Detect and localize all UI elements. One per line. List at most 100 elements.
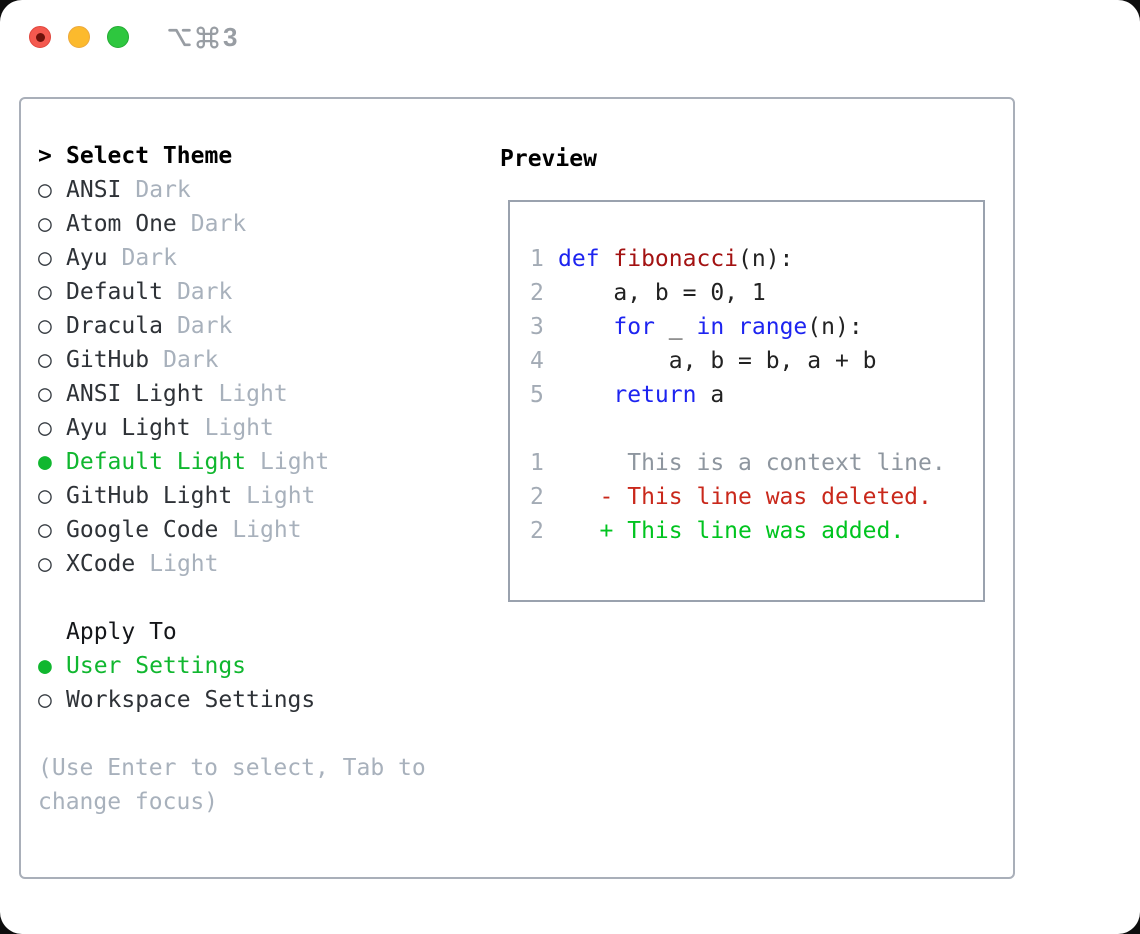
radio-icon: ○ xyxy=(38,211,52,237)
spacer xyxy=(38,581,430,615)
theme-option-atom-one-dark[interactable]: ○ Atom One Dark xyxy=(38,207,430,241)
minimize-button[interactable] xyxy=(68,26,90,48)
code-token: (n): xyxy=(807,314,863,340)
theme-option-default-light[interactable]: ● Default Light Light xyxy=(38,445,430,479)
apply-option-user-settings[interactable]: ●User Settings xyxy=(38,649,430,683)
theme-name: GitHub xyxy=(66,347,150,373)
line-number: 2 xyxy=(530,484,544,510)
apply-option-label: Workspace Settings xyxy=(66,687,316,713)
preview-title: Preview xyxy=(500,146,597,172)
code-token: + This line was added. xyxy=(558,518,905,544)
code-token xyxy=(558,382,613,408)
theme-name: Ayu xyxy=(66,245,108,271)
theme-name: ANSI xyxy=(66,177,122,203)
theme-option-ayu-light[interactable]: ○ Ayu Light Light xyxy=(38,411,430,445)
theme-variant: Dark xyxy=(135,177,191,203)
theme-variant: Dark xyxy=(176,313,233,339)
theme-variant: Light xyxy=(204,415,274,441)
theme-name: GitHub Light xyxy=(66,483,233,509)
apply-to-title: Apply To xyxy=(66,619,177,645)
line-number: 3 xyxy=(530,314,544,340)
radio-icon: ○ xyxy=(38,347,52,373)
theme-option-ayu-dark[interactable]: ○ Ayu Dark xyxy=(38,241,430,275)
code-token xyxy=(558,314,613,340)
code-token: a xyxy=(696,382,725,408)
apply-to-header: Apply To xyxy=(38,615,430,649)
code-token: a, b = b, a + b xyxy=(558,348,877,374)
code-token: for xyxy=(613,314,655,340)
theme-name: XCode xyxy=(66,551,136,577)
command-key-icon xyxy=(196,26,219,48)
apply-option-label: User Settings xyxy=(66,653,247,679)
radio-icon: ○ xyxy=(38,415,52,441)
blank-line xyxy=(530,412,983,446)
code-line: 3 for _ in range(n): xyxy=(530,310,983,344)
theme-option-github-light[interactable]: ○ GitHub Light Light xyxy=(38,479,430,513)
theme-name: Default Light xyxy=(66,449,247,475)
theme-variant: Light xyxy=(232,517,302,543)
radio-icon: ○ xyxy=(38,551,52,577)
theme-variant: Dark xyxy=(176,279,233,305)
theme-variant: Light xyxy=(246,483,316,509)
unsaved-indicator-dot xyxy=(35,32,45,42)
spacer xyxy=(38,717,430,751)
theme-variant: Light xyxy=(260,449,330,475)
radio-icon: ○ xyxy=(38,177,52,203)
theme-name: Atom One xyxy=(66,211,177,237)
theme-variant: Light xyxy=(149,551,219,577)
line-number: 1 xyxy=(530,450,544,476)
theme-name: Default xyxy=(66,279,163,305)
code-line: 2 a, b = 0, 1 xyxy=(530,276,983,310)
apply-option-workspace-settings[interactable]: ○Workspace Settings xyxy=(38,683,430,717)
radio-icon: ○ xyxy=(38,313,52,339)
line-number: 2 xyxy=(530,280,544,306)
code-preview: 1 def fibonacci (n): 2 a, b = 0, 1 3 for _… xyxy=(510,202,983,548)
line-number: 5 xyxy=(530,382,544,408)
code-token: This is a context line. xyxy=(558,450,946,476)
theme-name: Ayu Light xyxy=(66,415,191,441)
radio-selected-icon: ● xyxy=(38,449,52,475)
code-token: range xyxy=(738,314,808,340)
theme-name: Google Code xyxy=(66,517,219,543)
close-button[interactable] xyxy=(29,26,51,48)
line-number: 1 xyxy=(530,246,544,272)
theme-option-dracula-dark[interactable]: ○ Dracula Dark xyxy=(38,309,430,343)
zoom-button[interactable] xyxy=(107,26,129,48)
code-line: 5 return a xyxy=(530,378,983,412)
window-title-shortcut: 3 xyxy=(167,23,237,51)
theme-option-google-code-light[interactable]: ○ Google Code Light xyxy=(38,513,430,547)
code-token: return xyxy=(613,382,697,408)
option-key-icon xyxy=(168,28,191,46)
radio-icon: ○ xyxy=(38,483,52,509)
theme-picker-header: >Select Theme xyxy=(38,139,430,173)
radio-icon: ○ xyxy=(38,517,52,543)
code-token: fibonacci xyxy=(613,246,739,272)
line-number: 4 xyxy=(530,348,544,374)
theme-name: ANSI Light xyxy=(66,381,205,407)
code-token: _ xyxy=(654,314,697,340)
theme-option-default-dark[interactable]: ○ Default Dark xyxy=(38,275,430,309)
code-token: def xyxy=(558,246,614,272)
code-token: a, b = 0, 1 xyxy=(558,280,766,306)
keyboard-hint: (Use Enter to select, Tab to change focu… xyxy=(38,755,426,815)
code-token: - This line was deleted. xyxy=(558,484,932,510)
theme-variant: Dark xyxy=(121,245,177,271)
theme-name: Dracula xyxy=(66,313,163,339)
theme-variant: Light xyxy=(218,381,288,407)
diff-added-line: 2 + This line was added. xyxy=(530,514,983,548)
radio-icon: ○ xyxy=(38,279,52,305)
theme-variant: Dark xyxy=(190,211,247,237)
preview-pane: 1 def fibonacci (n): 2 a, b = 0, 1 3 for _… xyxy=(508,200,985,602)
radio-icon: ○ xyxy=(38,245,52,271)
focus-caret: > xyxy=(38,143,52,169)
shortcut-number: 3 xyxy=(223,22,238,52)
theme-option-ansi-dark[interactable]: ○ ANSI Dark xyxy=(38,173,430,207)
theme-option-xcode-light[interactable]: ○ XCode Light xyxy=(38,547,430,581)
code-token xyxy=(724,314,738,340)
diff-context-line: 1 This is a context line. xyxy=(530,446,983,480)
